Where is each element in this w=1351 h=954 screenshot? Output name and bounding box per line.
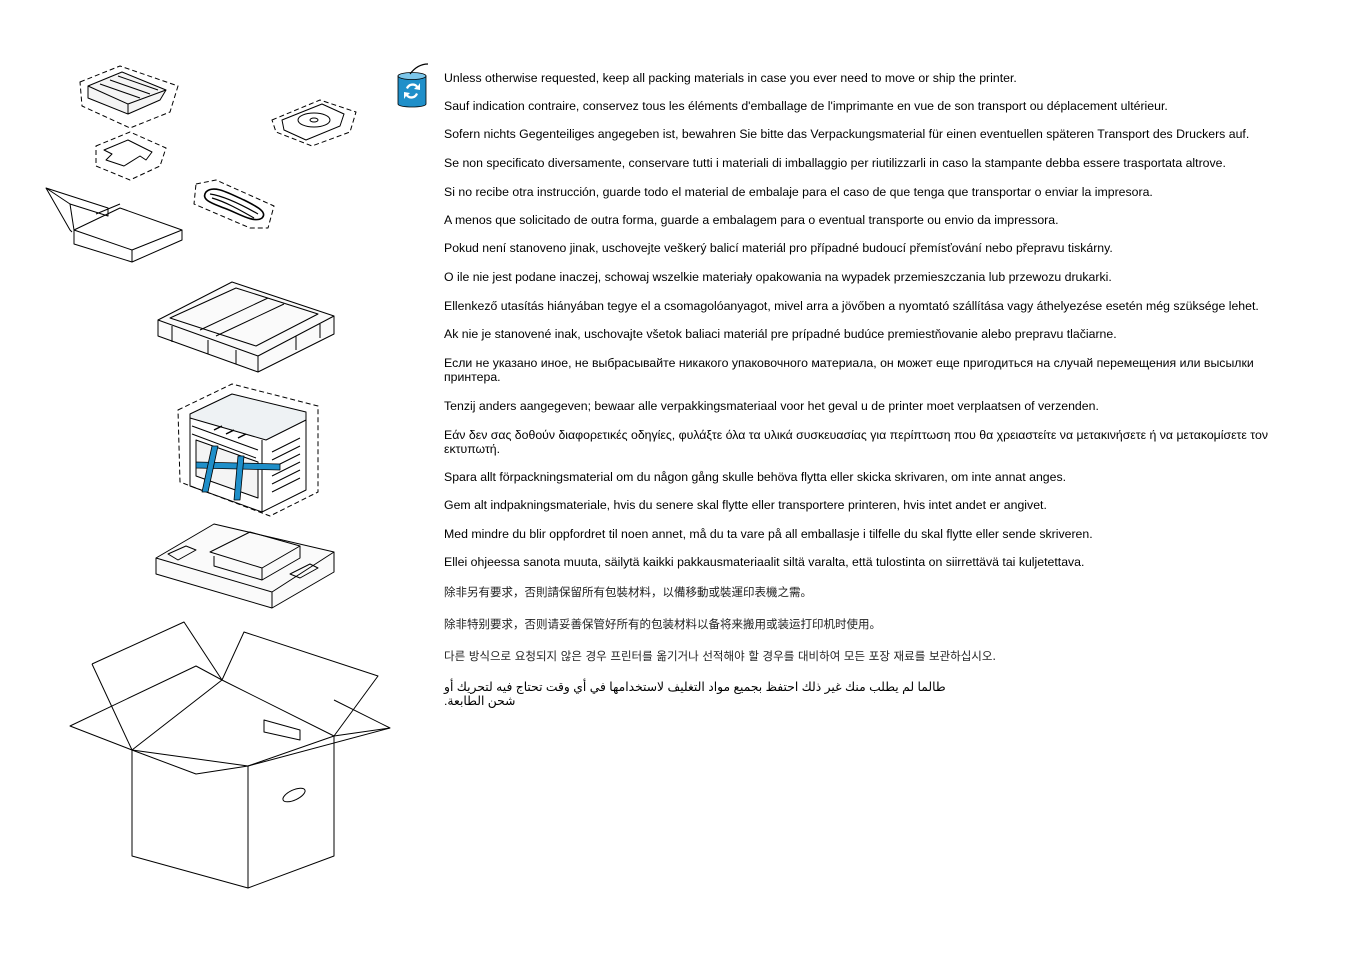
message-ru: Если не указано иное, не выбрасывайте ни…: [444, 356, 1254, 384]
message-ar: طالما لم يطلب منك غير ذلك احتفظ بجميع مو…: [444, 680, 946, 708]
message-ko: 다른 방식으로 요청되지 않은 경우 프린터를 옮기거나 선적해야 할 경우를 …: [444, 649, 997, 663]
message-it: Se non specificato diversamente, conserv…: [444, 156, 1226, 170]
top-foam-cushion: [157, 281, 335, 373]
message-zh-tw: 除非另有要求，否則請保留所有包裝材料，以備移動或裝運印表機之需。: [444, 585, 812, 599]
message-de: Sofern nichts Gegenteiliges angegeben is…: [444, 127, 1250, 141]
message-pt: A menos que solicitado de outra forma, g…: [444, 213, 1059, 227]
message-hu: Ellenkező utasítás hiányában tegye el a …: [444, 299, 1259, 313]
message-cs: Pokud není stanoveno jinak, uschovejte v…: [444, 241, 1113, 255]
message-fr: Sauf indication contraire, conservez tou…: [444, 99, 1168, 113]
cable-bag: [193, 179, 275, 229]
packing-illustration: [45, 65, 391, 889]
printer-in-bag: [177, 383, 319, 517]
shipping-carton: [69, 621, 391, 889]
message-no: Med mindre du blir oppfordret til noen a…: [444, 527, 1093, 541]
message-es: Si no recibe otra instrucción, guarde to…: [444, 185, 1153, 199]
bottom-foam-cushion: [155, 523, 335, 609]
paper-support-bag: [95, 131, 167, 181]
message-pl: O ile nie jest podane inaczej, schowaj w…: [444, 270, 1112, 284]
message-el: Εάν δεν σας δοθούν διαφορετικές οδηγίες,…: [444, 428, 1268, 456]
message-da: Gem alt indpakningsmateriale, hvis du se…: [444, 498, 1047, 512]
accessory-tray-bag: [79, 65, 179, 129]
manual-box: [45, 187, 183, 263]
message-nl: Tenzij anders aangegeven; bewaar alle ve…: [444, 399, 1099, 413]
recycle-bin-icon: [397, 63, 429, 108]
message-fi: Ellei ohjeessa sanota muuta, säilytä kai…: [444, 555, 1085, 569]
message-zh-cn: 除非特别要求，否则请妥善保管好所有的包装材料以备将来搬用或装运打印机时使用。: [444, 617, 881, 631]
cd-rom-bag: [271, 99, 357, 147]
message-sv: Spara allt förpackningsmaterial om du nå…: [444, 470, 1067, 484]
message-en: Unless otherwise requested, keep all pac…: [444, 71, 1017, 85]
message-sk: Ak nie je stanovené inak, uschovajte vše…: [444, 327, 1117, 341]
